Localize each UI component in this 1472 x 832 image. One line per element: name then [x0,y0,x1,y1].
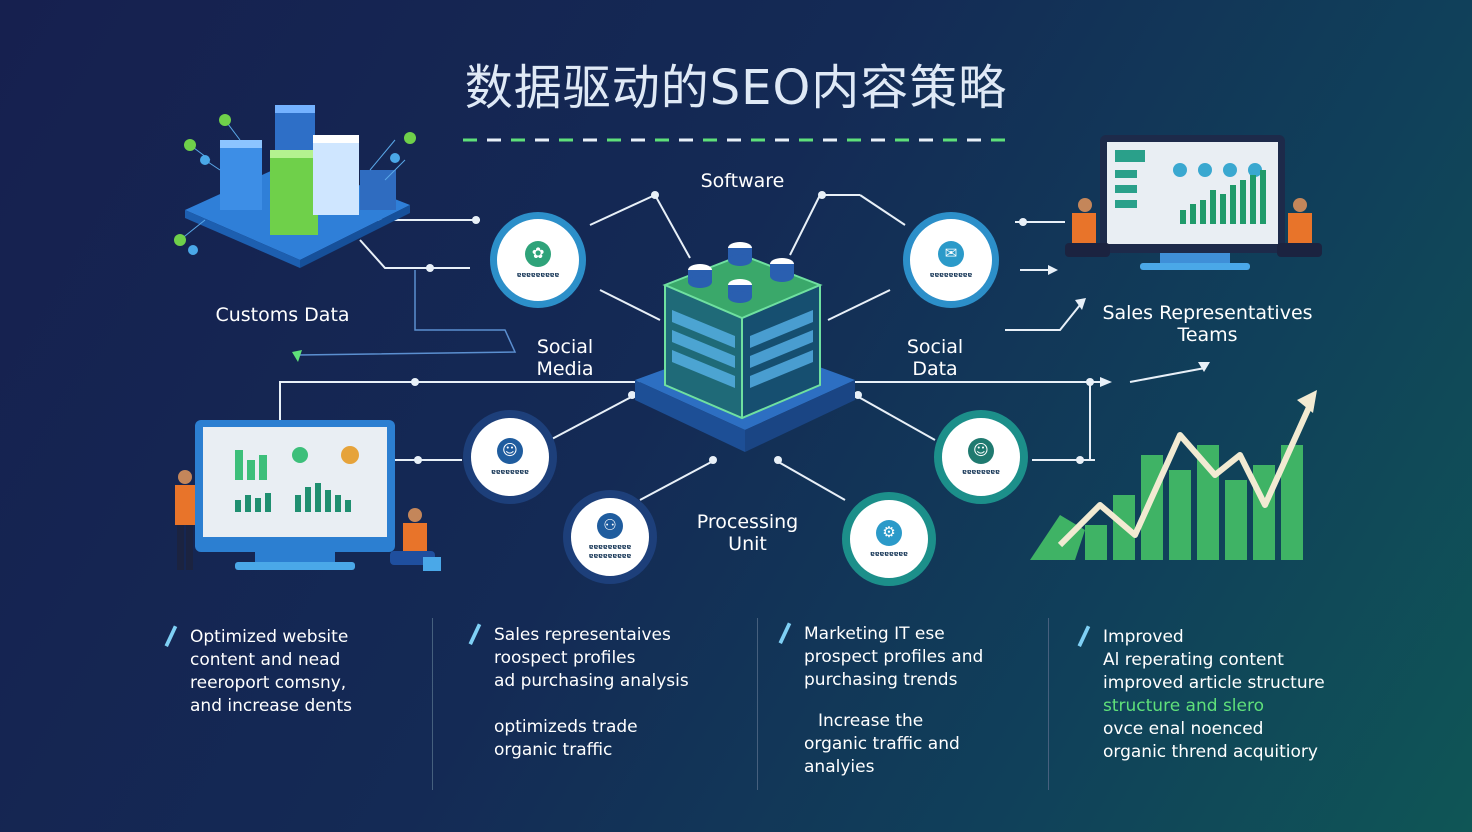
wire-spoke-6 [774,459,846,501]
wire-spoke-2 [827,289,891,321]
gear-icon: ⚙ [876,519,902,546]
bullet-optimized-website: ❙ Optimized website content and nead ree… [157,620,352,716]
label-social-media: Social Media [536,336,594,380]
group-icon: ⚇ [597,513,623,539]
monitor-dashboard-icon [1065,135,1322,270]
bullet-marketing: ❙ Marketing IT ese prospect profiles and… [771,617,984,777]
person-icon: ☺ [968,437,994,464]
wire-spoke-5 [639,459,716,501]
label-software: Software [700,170,785,192]
wire-sales-link [1005,304,1081,331]
growth-chart-icon [1030,390,1317,560]
column-divider [1048,618,1049,790]
wire-blue-loop [297,270,517,356]
wire-customs-to-node-2 [359,239,470,269]
chat-icon: ✉ [938,240,964,267]
label-sales-teams: Sales Representatives Teams [1102,302,1313,346]
server-cluster-icon [174,105,416,268]
node-mid-right[interactable]: ☺ ɐɐɐɐɐɐɐɐ [934,410,1028,504]
node-bottom-right[interactable]: ⚙ ɐɐɐɐɐɐɐɐ [842,492,936,586]
wire-software-to-node [859,194,906,226]
person-icon: ☺ [497,437,523,464]
wire-bus-left [279,381,640,430]
wire-spoke-1 [599,289,661,321]
wire-spoke-4 [854,394,936,441]
wire-arrow-up [1129,367,1206,383]
page-title: 数据驱动的SEO内容策略 [464,60,1008,116]
node-mid-left[interactable]: ☺ ɐɐɐɐɐɐɐɐ [463,410,557,504]
monitor-dashboard-icon [175,420,441,571]
bullet-improved: ❙ Improved Al reperating content improve… [1070,620,1325,762]
node-top-left[interactable]: ✿ ɐɐɐɐɐɐɐɐɐ [490,212,586,308]
node-top-right[interactable]: ✉ ɐɐɐɐɐɐɐɐɐ [903,212,999,308]
label-social-data: Social Data [906,336,964,380]
bullet-sales-representatives: ❙ Sales representaives roospect profiles… [461,618,689,760]
column-divider [757,618,758,790]
wire-spoke-3 [549,394,636,441]
leaf-icon: ✿ [525,240,551,267]
database-cube-icon [635,242,855,452]
label-processing-unit: Processing Unit [696,511,799,555]
column-divider [432,618,433,790]
label-customs-data: Customs Data [215,304,350,326]
node-bottom-left[interactable]: ⚇ ɐɐɐɐɐɐɐɐɐ ɐɐɐɐɐɐɐɐɐ [563,490,657,584]
